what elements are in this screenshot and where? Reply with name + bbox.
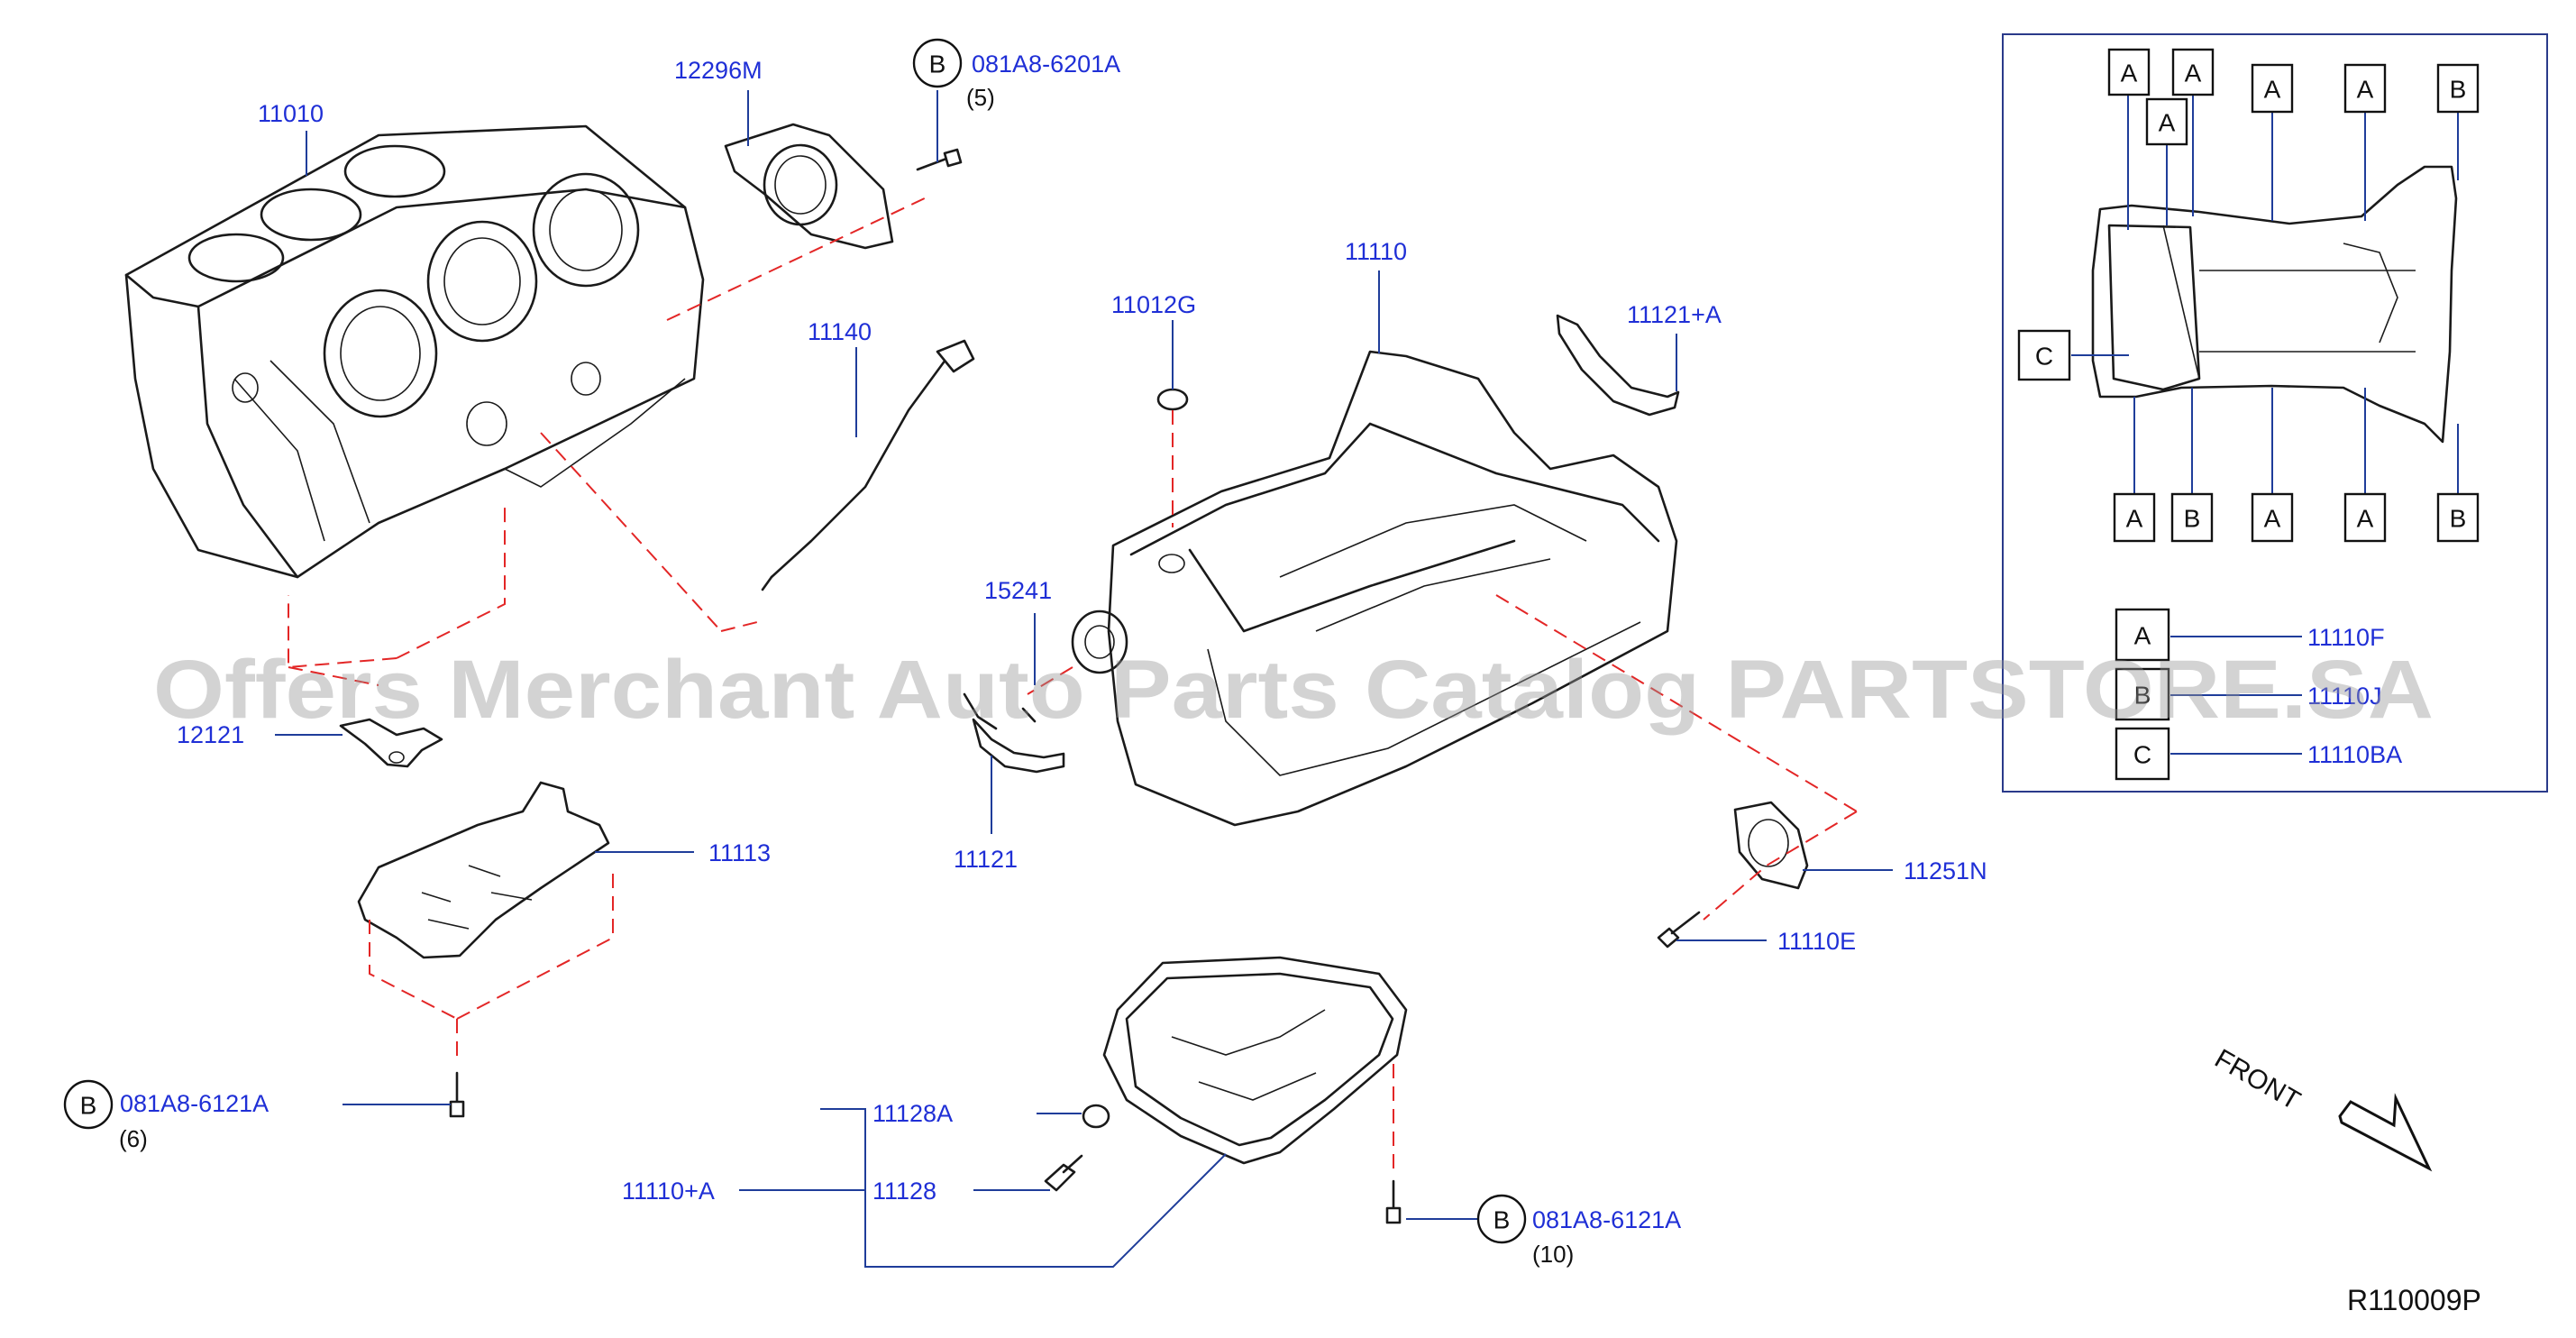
label-bolt-bottom: 081A8-6121A: [1532, 1206, 1681, 1233]
svg-text:A: A: [2357, 76, 2374, 104]
svg-text:B: B: [80, 1092, 97, 1120]
label-oil-pan-assy: 11110+A: [622, 1178, 715, 1205]
bolt-location-inset: A A A A A B C A B A A B A 11110F B 11110…: [2002, 33, 2548, 793]
bolt-bottom-drawing: [1385, 1179, 1402, 1224]
inset-oil-pan-drawing: [2091, 165, 2458, 444]
front-indicator: FRONT: [2210, 1043, 2433, 1172]
label-drain-gasket: 11012G: [1111, 291, 1196, 318]
legend-a-part: 11110F: [2307, 624, 2385, 651]
bearing-cap-drawing: [339, 718, 443, 768]
svg-text:A: A: [2121, 60, 2138, 87]
reference-code: R110009P: [2347, 1284, 2481, 1316]
label-baffle-plate: 11113: [708, 839, 771, 866]
label-drain-washer: 11128A: [872, 1100, 953, 1127]
drain-plug-drawing: [1044, 1154, 1083, 1192]
inset-box-top-4: A: [2251, 63, 2294, 114]
baffle-right-drawing: [1556, 314, 1680, 417]
badge-bolt-left: B: [63, 1079, 114, 1130]
assembly-lines: [288, 196, 1858, 1172]
rear-oil-seal-retainer-drawing: [724, 123, 894, 250]
label-bolt-top: 081A8-6201A: [972, 50, 1120, 78]
label-oil-level-gauge: 11140: [808, 318, 872, 345]
label-drain-plug: 11128: [872, 1178, 936, 1205]
svg-text:B: B: [2450, 505, 2467, 533]
front-arrow-icon: [2338, 1093, 2433, 1172]
svg-text:B: B: [2184, 505, 2201, 533]
drain-gasket-drawing: [1156, 388, 1189, 411]
badge-bolt-bottom: B: [1476, 1194, 1527, 1244]
svg-text:A: A: [2264, 76, 2281, 104]
svg-text:A: A: [2264, 505, 2281, 533]
cylinder-block-drawing: [124, 124, 705, 579]
svg-text:A: A: [2185, 60, 2202, 87]
label-bolt-top-qty: (5): [966, 84, 995, 111]
oil-strainer-drawing: [963, 692, 1037, 730]
legend-c-part: 11110BA: [2307, 741, 2402, 768]
legend-b-part: 11110J: [2307, 683, 2382, 710]
label-bolt-left: 081A8-6121A: [120, 1090, 269, 1117]
baffle-plate-drawing: [357, 781, 610, 959]
inset-legend-b: B 11110J: [2115, 667, 2382, 721]
inset-legend-c: C 11110BA: [2115, 727, 2402, 781]
watermark: Offers Merchant Auto Parts Catalog PARTS…: [153, 644, 2434, 736]
oil-level-gauge-drawing: [761, 339, 975, 591]
inset-box-bottom-3: A: [2251, 492, 2294, 543]
label-bolt-bottom-qty: (10): [1532, 1241, 1574, 1268]
leader-lines: [275, 90, 1893, 1268]
rear-cover-drawing: [1733, 801, 1809, 890]
label-baffle-right: 11121+A: [1627, 301, 1722, 328]
baffle-left-drawing: [972, 718, 1065, 774]
part-labels: 11010 12296M 081A8-6201A (5) 11140 11110…: [119, 50, 1987, 1268]
svg-text:A: A: [2357, 505, 2374, 533]
label-rear-oil-seal-retainer: 12296M: [674, 57, 763, 84]
badge-bolt-top: B: [912, 38, 963, 88]
svg-text:A: A: [2134, 622, 2151, 650]
svg-text:B: B: [2134, 682, 2151, 710]
inset-box-top-2: A: [2171, 48, 2215, 96]
inset-box-top-6: B: [2436, 63, 2480, 114]
upper-oil-pan-drawing: [1071, 350, 1678, 827]
inset-box-bottom-5: B: [2436, 492, 2480, 543]
drain-washer-drawing: [1082, 1104, 1110, 1129]
inset-box-bottom-2: B: [2170, 492, 2214, 543]
label-bolt-left-qty: (6): [119, 1125, 148, 1152]
cover-bolt-drawing: [1657, 911, 1701, 949]
label-rear-cover: 11251N: [1904, 857, 1987, 884]
inset-box-bottom-1: A: [2113, 492, 2156, 543]
label-cover-bolt: 11110E: [1777, 928, 1856, 955]
label-oil-strainer: 15241: [984, 577, 1052, 604]
label-bearing-cap: 12121: [177, 721, 244, 748]
label-upper-oil-pan: 11110: [1345, 238, 1407, 265]
svg-text:B: B: [2450, 76, 2467, 104]
svg-text:C: C: [2035, 343, 2053, 371]
svg-text:A: A: [2159, 109, 2176, 137]
label-cylinder-block: 11010: [258, 100, 324, 127]
inset-box-top-1: A: [2107, 48, 2151, 96]
inset-legend-a: A 11110F: [2115, 608, 2385, 662]
svg-text:A: A: [2126, 505, 2143, 533]
svg-text:C: C: [2133, 741, 2151, 769]
inset-leaders: [2071, 95, 2459, 755]
svg-text:B: B: [929, 50, 946, 78]
inset-box-side: C: [2017, 329, 2071, 381]
inset-box-top-5: A: [2343, 63, 2387, 114]
bolt-left-drawing: [449, 1071, 465, 1118]
svg-text:B: B: [1494, 1206, 1511, 1234]
lower-oil-pan-drawing: [1102, 956, 1408, 1165]
inset-box-top-3: A: [2145, 97, 2188, 146]
label-baffle-left: 11121: [954, 846, 1018, 873]
inset-box-bottom-4: A: [2343, 492, 2387, 543]
front-label: FRONT: [2210, 1043, 2306, 1115]
bolt-top-drawing: [916, 148, 963, 171]
